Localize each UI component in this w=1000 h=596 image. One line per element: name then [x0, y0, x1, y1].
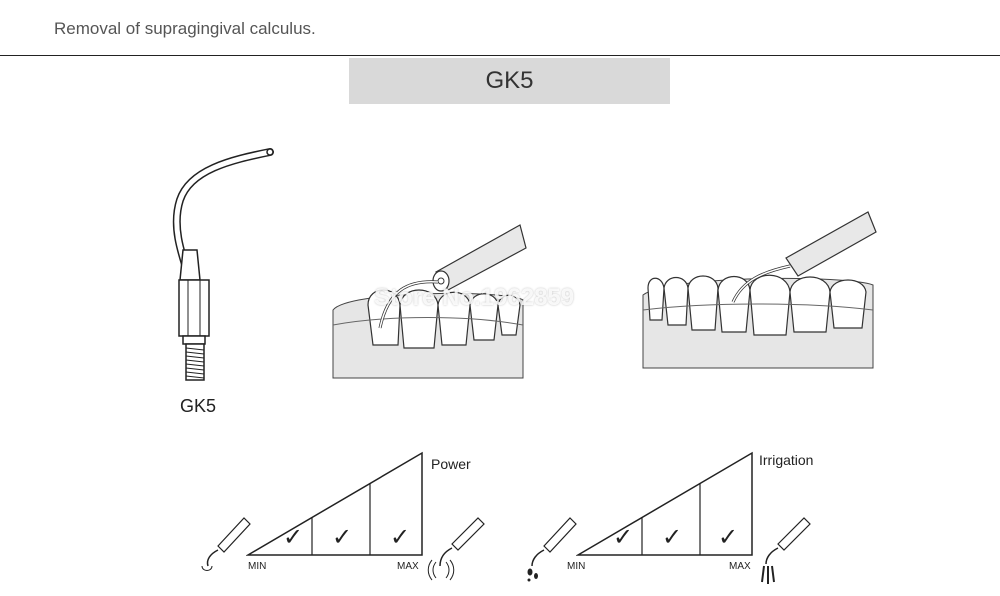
page-title: GK5: [349, 58, 670, 104]
power-label: Power: [431, 456, 471, 472]
teeth-illustration-left: [332, 224, 527, 379]
irrigation-max-label: MAX: [729, 561, 751, 572]
irrigation-check-3: ✓: [718, 523, 739, 551]
power-scale-triangle: [246, 451, 423, 556]
teeth-illustration-right: [642, 211, 877, 369]
scaler-tip-icon: [172, 148, 274, 381]
irrigation-min-label: MIN: [567, 561, 586, 572]
water-spray-icon: [761, 517, 811, 584]
power-check-3: ✓: [390, 523, 411, 551]
power-min-label: MIN: [248, 561, 267, 572]
water-drops-icon: [527, 517, 577, 582]
irrigation-check-2: ✓: [662, 523, 683, 551]
power-check-1: ✓: [283, 523, 304, 551]
irrigation-scale-triangle: [576, 451, 753, 556]
page-title-text: GK5: [485, 67, 534, 94]
vibration-icon: [427, 517, 485, 581]
store-watermark: Store No.1962859: [374, 284, 575, 311]
irrigation-check-1: ✓: [613, 523, 634, 551]
header-description: Removal of supragingival calculus.: [54, 19, 316, 38]
irrigation-label: Irrigation: [759, 452, 814, 468]
handpiece-icon: [201, 517, 251, 571]
tip-caption: GK5: [180, 396, 217, 416]
power-max-label: MAX: [397, 561, 419, 572]
header-divider: [0, 55, 1000, 56]
power-check-2: ✓: [332, 523, 353, 551]
